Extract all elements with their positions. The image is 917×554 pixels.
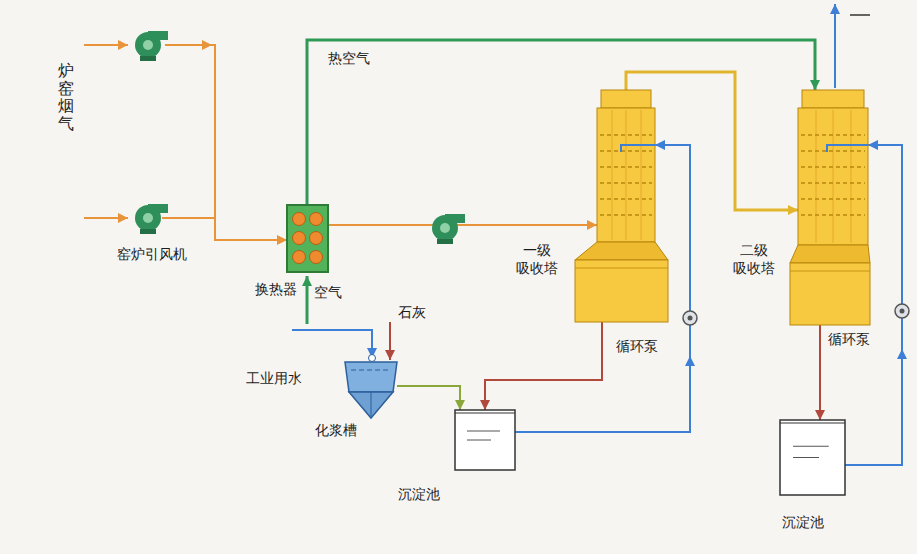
tower-shape	[597, 90, 655, 322]
node-label: 化浆槽	[315, 422, 357, 440]
edge-label: 热空气	[326, 50, 372, 68]
circulation-pump: 循环泵	[616, 302, 698, 356]
node-label: 换热器	[255, 281, 297, 299]
settling-tank: 沉淀池	[455, 410, 515, 470]
pipe-connector	[819, 325, 821, 420]
node-label: 一级 吸收塔	[515, 242, 558, 277]
induced-draft-fan: 窑炉引风机	[112, 198, 192, 266]
pipe-connector	[192, 218, 287, 240]
tank-shape	[345, 362, 397, 392]
node-label: 沉淀池	[398, 486, 440, 504]
node-label: 循环泵	[828, 331, 870, 349]
stream-label: 工业用水	[246, 370, 302, 388]
pipe-connector	[328, 224, 597, 226]
circulation-pump: 循环泵	[828, 295, 910, 349]
pipe-connector	[845, 349, 902, 465]
vertical-label: 炉窑烟气	[58, 62, 74, 132]
pipe-connector	[868, 145, 902, 295]
node-label: 沉淀池	[782, 514, 824, 532]
stream-label: 石灰	[398, 304, 426, 322]
pipe-connector	[485, 322, 602, 410]
pipe-connector	[515, 356, 690, 432]
sed-shape	[780, 420, 845, 495]
node-label: 窑炉引风机	[117, 246, 187, 264]
pipe-connector	[307, 40, 815, 205]
pipe-connector	[397, 386, 460, 410]
heat-exchanger: 换热器	[287, 205, 328, 272]
settling-tank: 沉淀池	[780, 420, 845, 495]
tower-shape	[798, 90, 868, 325]
sed-shape	[455, 410, 515, 470]
absorption-tower: 二级 吸收塔	[798, 90, 868, 325]
node-label: 二级 吸收塔	[732, 242, 775, 277]
hx-shape	[287, 205, 328, 272]
slurry-tank: 化浆槽	[345, 362, 397, 392]
absorption-tower: 一级 吸收塔	[597, 90, 655, 322]
node-label: 循环泵	[616, 338, 658, 356]
stream-label: 空气	[314, 284, 342, 302]
